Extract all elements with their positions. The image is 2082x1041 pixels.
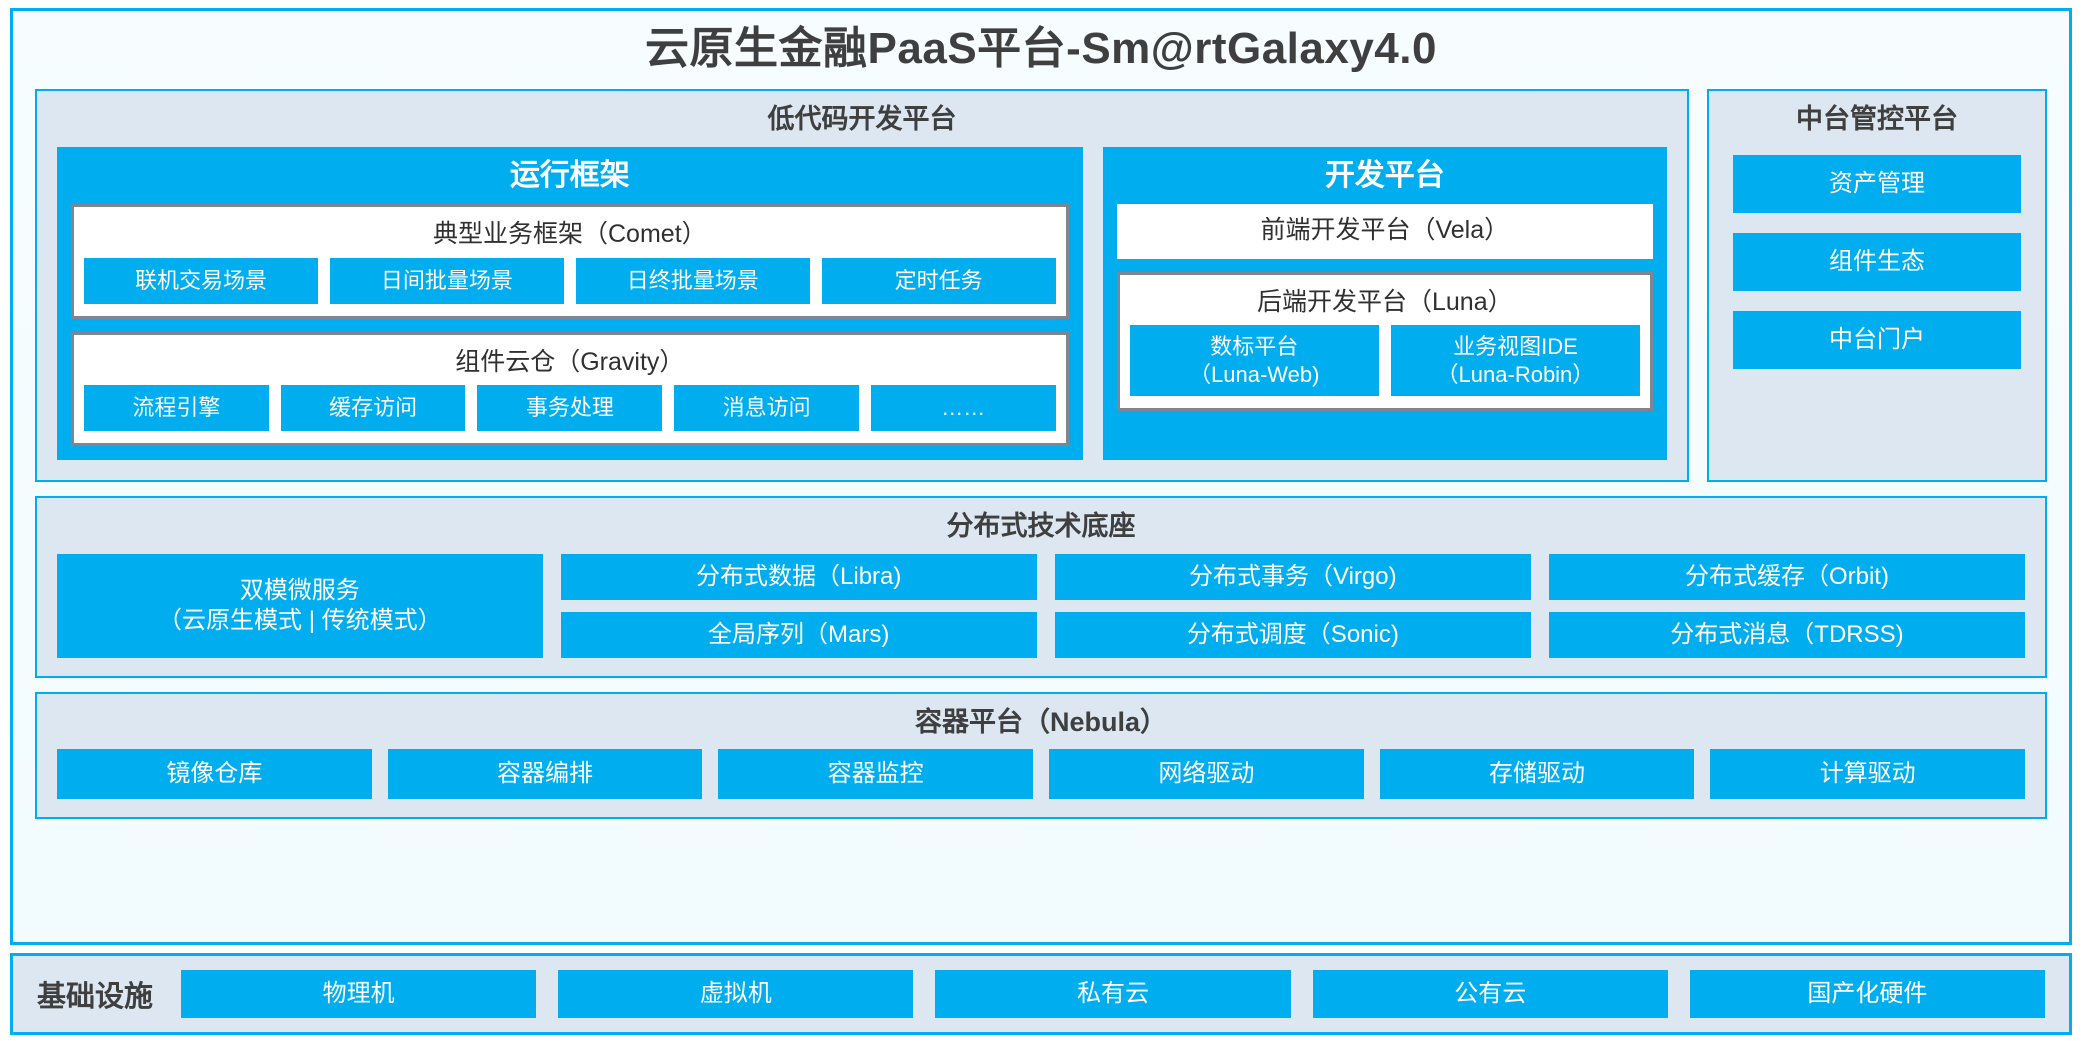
frontend-platform-card[interactable]: 前端开发平台（Vela） — [1116, 204, 1653, 259]
management-item-portal[interactable]: 中台门户 — [1733, 311, 2021, 370]
dual-mode-microservice-item[interactable]: 双模微服务 （云原生模式 | 传统模式） — [57, 553, 543, 658]
main-platform-frame: 云原生金融PaaS平台-Sm@rtGalaxy4.0 低代码开发平台 运行框架 … — [10, 8, 2072, 945]
container-item-storage-driver[interactable]: 存储驱动 — [1379, 749, 1695, 800]
development-platform-title: 开发平台 — [1324, 159, 1445, 193]
lowcode-platform-title: 低代码开发平台 — [767, 104, 957, 135]
distributed-tech-body: 双模微服务 （云原生模式 | 传统模式） 分布式数据（Libra) 全局序列（M… — [57, 553, 2026, 658]
management-platform-panel: 中台管控平台 资产管理 组件生态 中台门户 — [1707, 89, 2047, 483]
infrastructure-label: 基础设施 — [37, 981, 154, 1013]
gravity-title: 组件云仓（Gravity） — [455, 347, 685, 376]
distributed-item-sonic[interactable]: 分布式调度（Sonic) — [1054, 611, 1531, 658]
distributed-column-2: 分布式事务（Virgo) 分布式调度（Sonic) — [1054, 553, 1531, 658]
infrastructure-item-domestic-hardware[interactable]: 国产化硬件 — [1689, 970, 2046, 1018]
container-item-network-driver[interactable]: 网络驱动 — [1049, 749, 1364, 800]
gravity-item[interactable]: 流程引擎 — [84, 385, 269, 432]
comet-item-row: 联机交易场景 日间批量场景 日终批量场景 定时任务 — [84, 257, 1056, 304]
comet-item[interactable]: 日终批量场景 — [575, 257, 810, 304]
management-item-list: 资产管理 组件生态 中台门户 — [1733, 155, 2021, 370]
comet-item[interactable]: 联机交易场景 — [84, 257, 318, 304]
backend-platform-title: 后端开发平台（Luna） — [1257, 287, 1513, 316]
container-item-image-repo[interactable]: 镜像仓库 — [57, 749, 372, 800]
lowcode-platform-panel: 低代码开发平台 运行框架 典型业务框架（Comet） 联机交易场景 日间批量场景… — [35, 89, 1689, 483]
distributed-item-tdrss[interactable]: 分布式消息（TDRSS) — [1548, 611, 2026, 658]
comet-item[interactable]: 日间批量场景 — [329, 257, 564, 304]
gravity-item-row: 流程引擎 缓存访问 事务处理 消息访问 …… — [84, 385, 1056, 432]
distributed-item-mars[interactable]: 全局序列（Mars) — [560, 611, 1037, 658]
backend-item-luna-web[interactable]: 数标平台 （Luna-Web) — [1129, 325, 1379, 397]
gravity-item[interactable]: 事务处理 — [477, 385, 663, 432]
page-title: 云原生金融PaaS平台-Sm@rtGalaxy4.0 — [645, 24, 1437, 73]
gravity-card: 组件云仓（Gravity） 流程引擎 缓存访问 事务处理 消息访问 …… — [71, 331, 1069, 447]
lowcode-platform-body: 运行框架 典型业务框架（Comet） 联机交易场景 日间批量场景 日终批量场景 … — [57, 147, 1667, 461]
comet-card: 典型业务框架（Comet） 联机交易场景 日间批量场景 日终批量场景 定时任务 — [71, 204, 1069, 319]
development-platform-group: 开发平台 前端开发平台（Vela） 后端开发平台（Luna） 数标平台 （Lun… — [1102, 147, 1667, 461]
management-item-component[interactable]: 组件生态 — [1733, 233, 2021, 292]
gravity-item-more[interactable]: …… — [870, 385, 1056, 432]
container-platform-title: 容器平台（Nebula） — [914, 706, 1168, 737]
distributed-item-virgo[interactable]: 分布式事务（Virgo) — [1054, 553, 1531, 600]
distributed-tech-panel: 分布式技术底座 双模微服务 （云原生模式 | 传统模式） 分布式数据（Libra… — [35, 496, 2047, 678]
distributed-item-libra[interactable]: 分布式数据（Libra) — [560, 553, 1037, 600]
infrastructure-item-private-cloud[interactable]: 私有云 — [935, 970, 1291, 1018]
container-item-orchestration[interactable]: 容器编排 — [387, 749, 703, 800]
management-item-asset[interactable]: 资产管理 — [1733, 155, 2021, 214]
infrastructure-panel: 基础设施 物理机 虚拟机 私有云 公有云 国产化硬件 — [10, 953, 2072, 1035]
runtime-framework-group: 运行框架 典型业务框架（Comet） 联机交易场景 日间批量场景 日终批量场景 … — [57, 147, 1083, 461]
infrastructure-item-row: 物理机 虚拟机 私有云 公有云 国产化硬件 — [181, 970, 2046, 1018]
top-section: 低代码开发平台 运行框架 典型业务框架（Comet） 联机交易场景 日间批量场景… — [35, 89, 2047, 483]
infrastructure-item-public-cloud[interactable]: 公有云 — [1312, 970, 1668, 1018]
distributed-column-1: 分布式数据（Libra) 全局序列（Mars) — [560, 553, 1037, 658]
dual-mode-microservice-column: 双模微服务 （云原生模式 | 传统模式） — [57, 553, 543, 658]
comet-item[interactable]: 定时任务 — [821, 257, 1056, 304]
gravity-item[interactable]: 消息访问 — [674, 385, 859, 432]
backend-item-row: 数标平台 （Luna-Web) 业务视图IDE （Luna-Robin） — [1129, 325, 1641, 397]
runtime-framework-title: 运行框架 — [509, 159, 630, 193]
container-item-compute-driver[interactable]: 计算驱动 — [1710, 749, 2026, 800]
infrastructure-item-virtual[interactable]: 虚拟机 — [558, 970, 914, 1018]
management-platform-title: 中台管控平台 — [1796, 104, 1958, 135]
gravity-item[interactable]: 缓存访问 — [280, 385, 466, 432]
distributed-item-orbit[interactable]: 分布式缓存（Orbit) — [1548, 553, 2026, 600]
distributed-column-3: 分布式缓存（Orbit) 分布式消息（TDRSS) — [1548, 553, 2026, 658]
distributed-tech-title: 分布式技术底座 — [946, 511, 1136, 542]
backend-item-luna-robin[interactable]: 业务视图IDE （Luna-Robin） — [1390, 325, 1641, 397]
backend-platform-card: 后端开发平台（Luna） 数标平台 （Luna-Web) 业务视图IDE （Lu… — [1116, 271, 1653, 412]
infrastructure-item-physical[interactable]: 物理机 — [181, 970, 537, 1018]
comet-title: 典型业务框架（Comet） — [433, 220, 707, 249]
container-item-row: 镜像仓库 容器编排 容器监控 网络驱动 存储驱动 计算驱动 — [57, 749, 2026, 800]
container-platform-panel: 容器平台（Nebula） 镜像仓库 容器编排 容器监控 网络驱动 存储驱动 计算… — [35, 691, 2047, 820]
container-item-monitoring[interactable]: 容器监控 — [718, 749, 1034, 800]
